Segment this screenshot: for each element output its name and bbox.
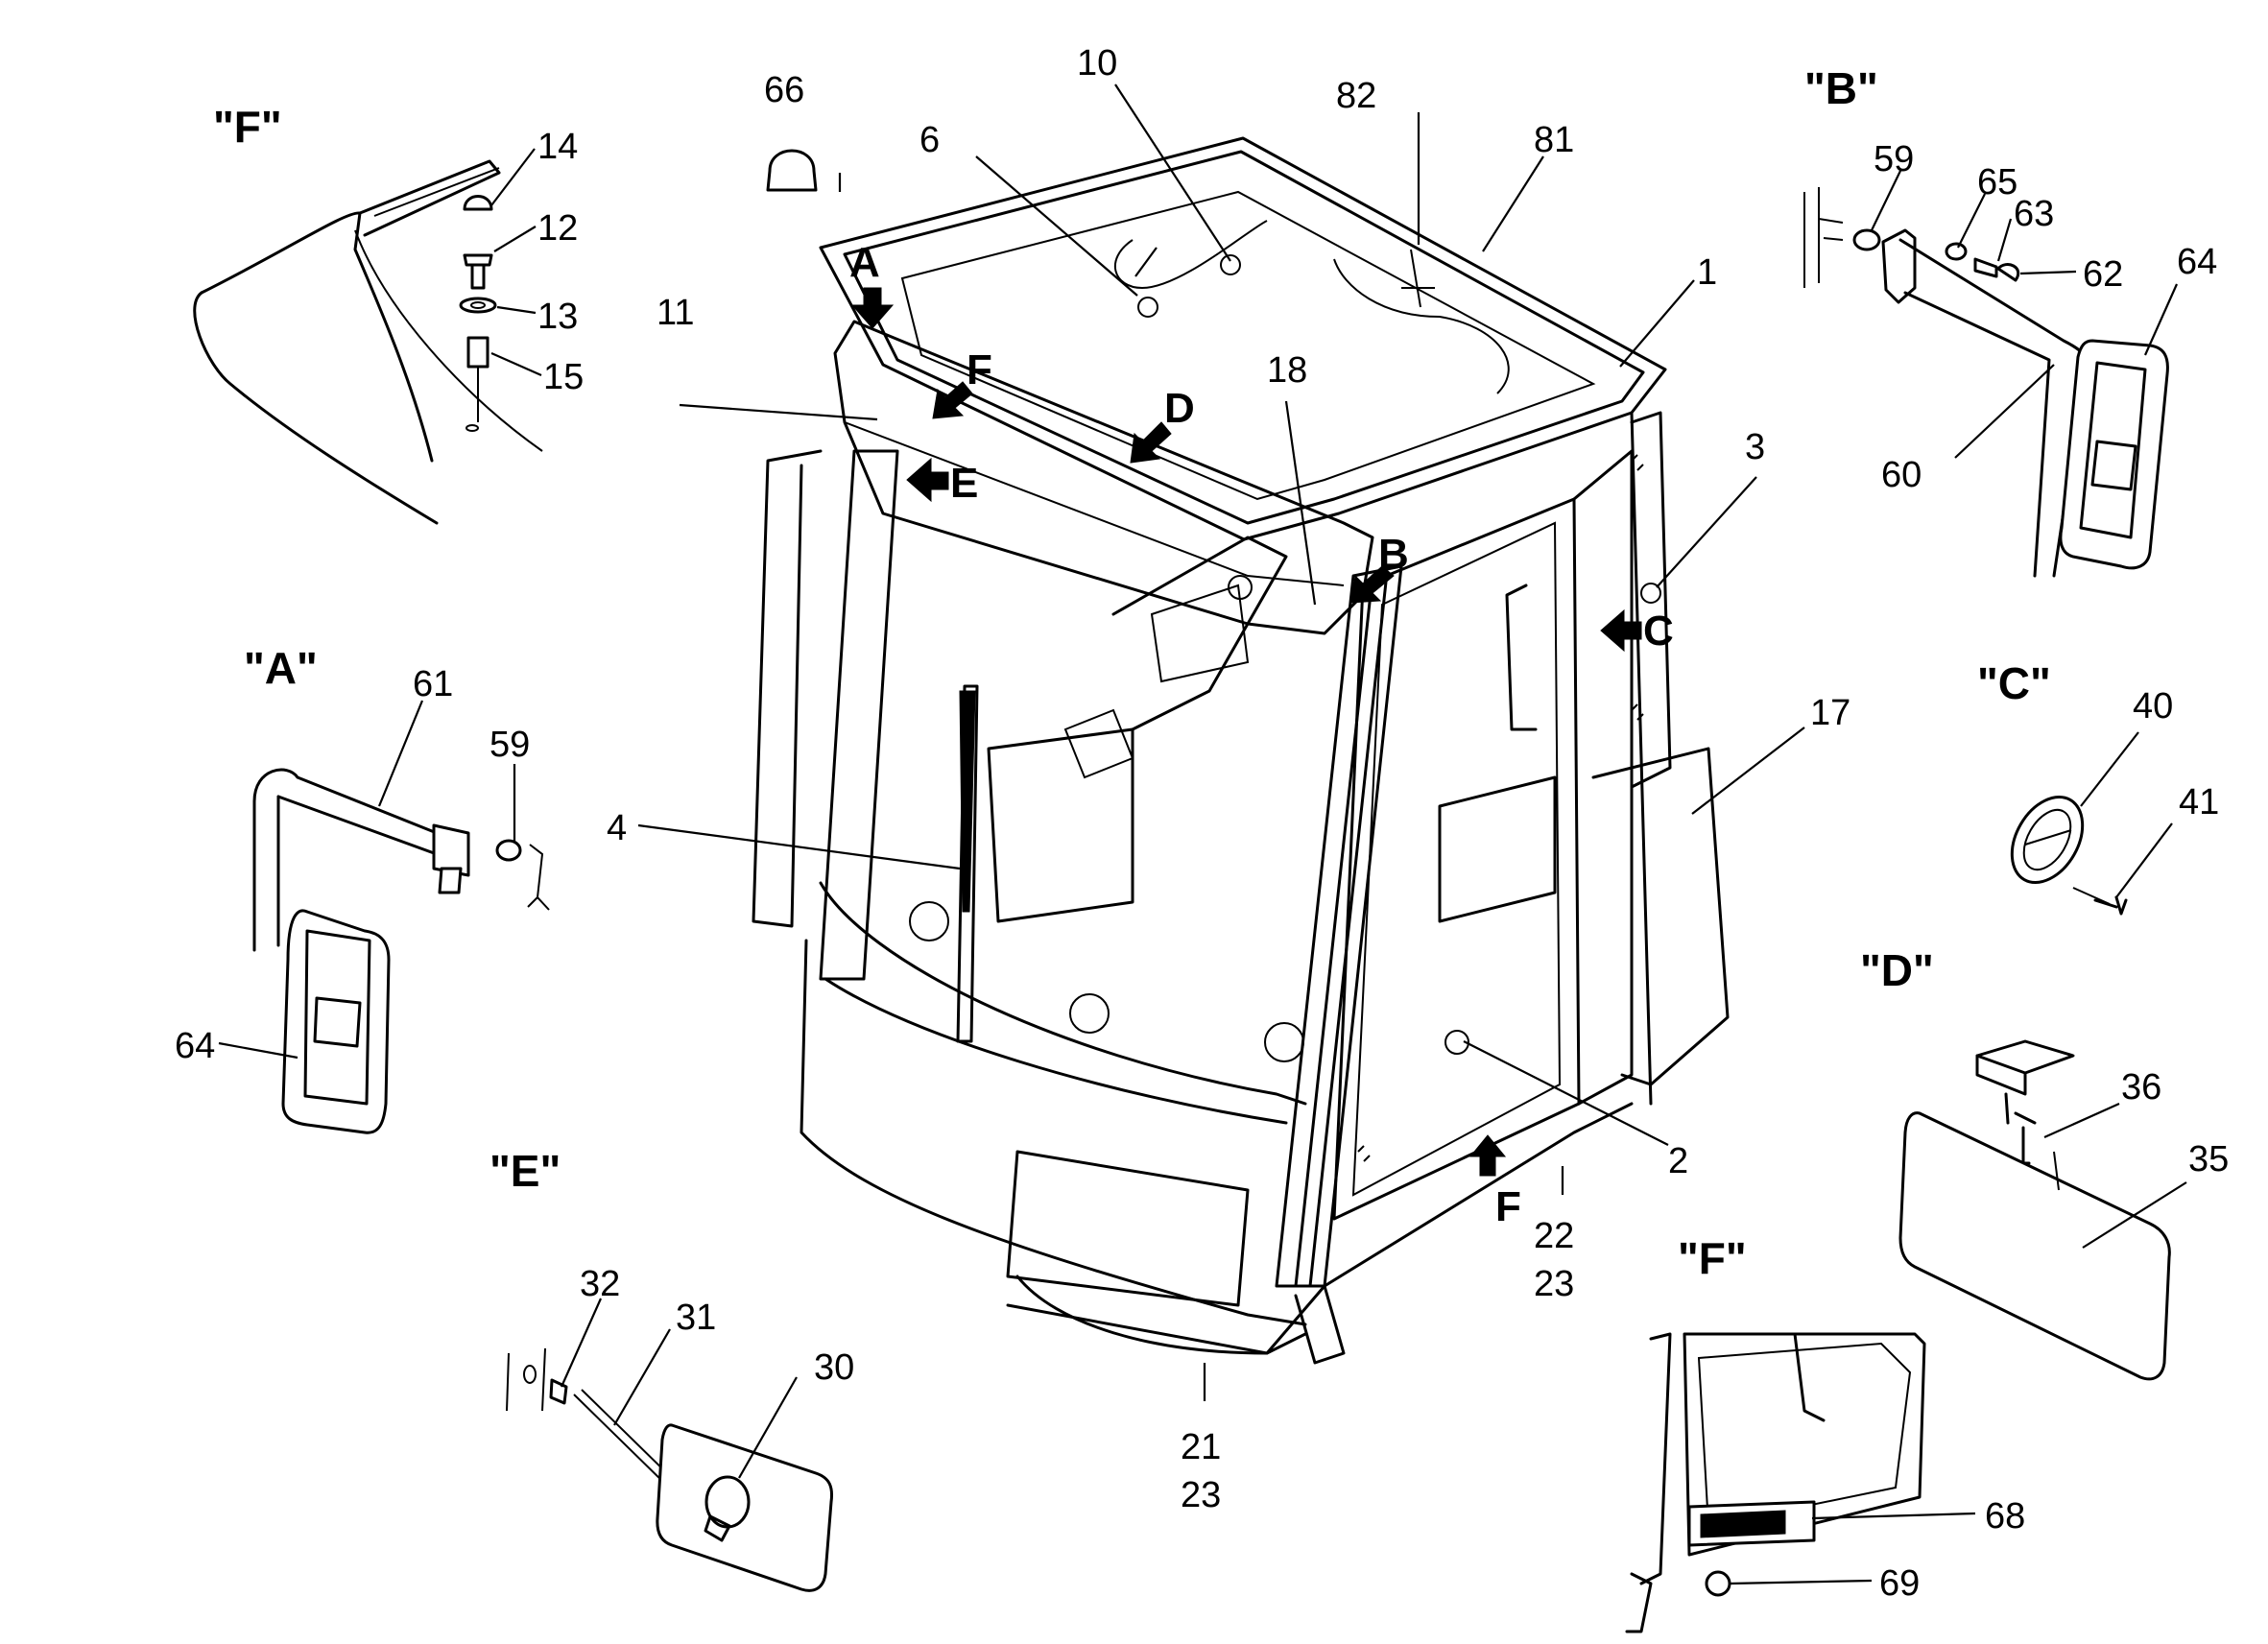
callout-22: 22 <box>1534 1216 1574 1256</box>
callout-11: 11 <box>657 293 694 333</box>
callout-62: 62 <box>2083 254 2123 295</box>
callout-31: 31 <box>676 1298 716 1338</box>
arrow-d-icon <box>1130 421 1172 464</box>
cap-nut-66 <box>766 149 818 192</box>
callout-66: 66 <box>764 70 804 110</box>
view-title-a: "A" <box>244 643 318 693</box>
callout-65: 65 <box>1977 162 2017 203</box>
callout-64a: 64 <box>175 1026 215 1066</box>
arrow-e-icon <box>906 457 949 503</box>
view-title-d: "D" <box>1860 945 1934 995</box>
callout-59b: 59 <box>1874 139 1914 179</box>
callout-2: 2 <box>1668 1141 1688 1181</box>
callout-17: 17 <box>1810 693 1850 733</box>
callout-40: 40 <box>2133 686 2173 727</box>
arrow-label-c: C <box>1643 608 1674 655</box>
arrow-label-f-top: F <box>967 346 992 393</box>
callout-12: 12 <box>537 208 578 249</box>
callout-41: 41 <box>2179 782 2219 822</box>
arrow-letters: A F D E B C F <box>849 239 1674 1230</box>
callout-3: 3 <box>1745 427 1765 467</box>
callout-60: 60 <box>1881 455 1922 495</box>
arrow-label-d: D <box>1164 385 1195 432</box>
callout-35: 35 <box>2188 1139 2229 1179</box>
callout-18: 18 <box>1267 350 1307 391</box>
callout-14: 14 <box>537 127 578 167</box>
arrow-label-e: E <box>950 460 978 507</box>
callout-63: 63 <box>2014 194 2054 234</box>
callout-64b: 64 <box>2177 242 2217 282</box>
detail-view-b-mirror <box>1803 187 2169 578</box>
callout-1: 1 <box>1697 252 1717 293</box>
callout-59a: 59 <box>489 725 530 765</box>
view-direction-arrows <box>850 287 1642 1177</box>
callout-15: 15 <box>543 357 584 397</box>
view-titles: "F" "A" "B" "C" "D" "E" "F" <box>213 63 2051 1283</box>
view-title-c: "C" <box>1977 658 2051 708</box>
view-title-f-bottom: "F" <box>1678 1233 1747 1283</box>
callout-21: 21 <box>1181 1427 1221 1467</box>
arrow-label-f-bottom: F <box>1495 1183 1521 1230</box>
callout-4: 4 <box>607 808 627 848</box>
arrow-label-a: A <box>849 239 880 286</box>
detail-view-f-top <box>193 159 543 525</box>
callout-69: 69 <box>1879 1563 1920 1604</box>
detail-view-d-sunvisor <box>1898 1039 2171 1381</box>
callout-13: 13 <box>537 297 578 337</box>
callout-23a: 23 <box>1534 1264 1574 1304</box>
view-title-f-top: "F" <box>213 102 282 152</box>
callout-36: 36 <box>2121 1067 2161 1108</box>
view-title-e: "E" <box>489 1146 561 1196</box>
detail-view-f-bottom-label <box>1625 1332 1926 1633</box>
arrow-label-b: B <box>1378 531 1409 578</box>
arrow-b-icon <box>1350 565 1395 604</box>
detail-view-a-mirror <box>252 768 550 1134</box>
callout-32: 32 <box>580 1264 620 1304</box>
callout-30: 30 <box>814 1347 854 1388</box>
arrow-f-icon <box>932 381 973 419</box>
detail-view-e-interior-mirror <box>506 1347 834 1592</box>
callout-82: 82 <box>1336 76 1376 116</box>
part-number-callouts: 1 2 3 4 6 10 11 12 13 14 15 17 18 21 22 … <box>175 43 2229 1604</box>
arrow-c-icon <box>1600 608 1642 653</box>
callout-68: 68 <box>1985 1496 2025 1537</box>
callout-81: 81 <box>1534 120 1574 160</box>
callout-10: 10 <box>1077 43 1117 83</box>
callout-6: 6 <box>919 120 940 160</box>
detail-view-c-grommet <box>2010 795 2128 916</box>
view-title-b: "B" <box>1804 63 1878 113</box>
cab-assembly <box>752 136 1730 1365</box>
arrow-a-icon <box>850 287 895 329</box>
callout-61: 61 <box>413 664 453 704</box>
arrow-f-bottom-icon <box>1468 1134 1507 1177</box>
leader-lines <box>218 83 2187 1585</box>
callout-23b: 23 <box>1181 1475 1221 1515</box>
